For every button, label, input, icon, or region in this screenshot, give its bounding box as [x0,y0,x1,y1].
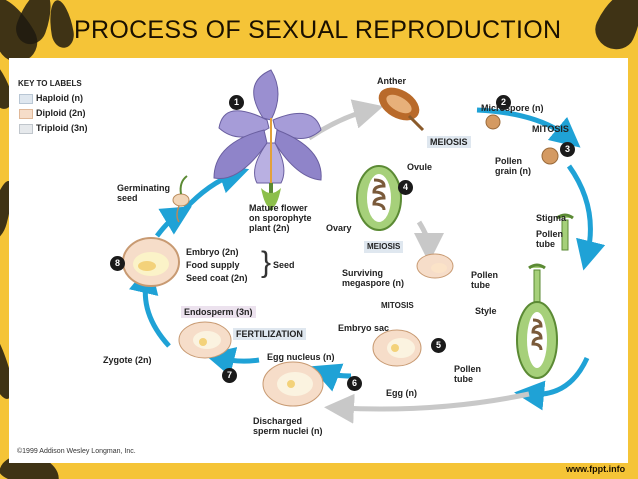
zygote-art [178,321,232,359]
label-surviving-1: Surviving [342,268,384,278]
label-embryo: Embryo (2n) [186,247,239,257]
label-meiosis-mid: MEIOSIS [364,241,404,253]
ovary-art [356,165,402,231]
anther [378,87,425,132]
label-pollen-tube-2a: Pollen [471,270,499,280]
step-6-badge: 6 [347,376,362,391]
key-diploid: Diploid (2n) [36,108,86,118]
megaspore-art [416,253,454,279]
step-4-badge: 4 [398,180,413,195]
diagram-panel: KEY TO LABELS Haploid (n) Diploid (2n) T… [9,58,628,463]
label-pollen-tube-3b: tube [454,374,473,384]
slide-title: PROCESS OF SEXUAL REPRODUCTION [74,16,562,44]
pollen-grain-art [541,147,559,165]
label-zygote: Zygote (2n) [103,355,152,365]
seed-brace: } [261,246,272,279]
step-8-badge: 8 [110,256,125,271]
diploid-swatch [19,109,33,119]
label-pollen-tube-2b: tube [471,280,490,290]
cycle-arrows [129,107,606,411]
haploid-swatch [19,94,33,104]
step-7-badge: 7 [222,368,237,383]
label-ovary: Ovary [326,223,352,233]
label-pollen-tube-1a: Pollen [536,229,564,239]
flower [213,69,322,210]
label-seed: Seed [273,260,295,270]
label-germinating-2: seed [117,193,138,203]
label-discharged-2: sperm nuclei (n) [253,426,323,436]
label-pollen-tube-3a: Pollen [454,364,482,374]
label-surviving-2: megaspore (n) [342,278,405,288]
triploid-swatch [19,124,33,134]
leaf-decoration [45,0,77,50]
footer-url[interactable]: www.fppt.info [566,464,626,474]
label-microspore: Microspore (n) [481,103,544,113]
label-pollen-tube-1b: tube [536,239,555,249]
label-embryo-sac: Embryo sac [338,323,390,333]
label-egg: Egg (n) [386,388,417,398]
label-seed-coat: Seed coat (2n) [186,273,248,283]
label-endosperm: Endosperm (3n) [181,306,256,318]
seed-art [122,237,180,287]
label-mature-3: plant (2n) [249,223,290,233]
label-discharged-1: Discharged [253,416,303,426]
label-mature-2: on sporophyte [249,213,312,223]
embryo-sac-art [372,329,422,367]
label-egg-nucleus: Egg nucleus (n) [267,352,335,362]
label-pollen-grain-1: Pollen [495,156,523,166]
label-style: Style [475,306,497,316]
step-3-badge: 3 [560,142,575,157]
fertilization-art [262,361,324,407]
leaf-decoration [589,0,638,56]
label-germinating-1: Germinating [117,183,171,193]
gray-arrows [307,99,530,424]
stigma-style-art [516,213,574,379]
label-stigma: Stigma [536,213,567,223]
microspore-art [485,114,501,130]
label-mitosis-mid: MITOSIS [381,301,414,310]
label-mature-1: Mature flower [249,203,308,213]
key-heading: KEY TO LABELS [18,79,82,88]
label-fertilization: FERTILIZATION [233,328,306,340]
step-2-badge: 2 [496,95,511,110]
key-triploid: Triploid (3n) [36,123,88,133]
key-haploid: Haploid (n) [36,93,83,103]
copyright-text: ©1999 Addison Wesley Longman, Inc. [17,448,136,455]
label-anther: Anther [377,76,406,86]
step-1-badge: 1 [229,95,244,110]
label-food-supply: Food supply [186,260,240,270]
label-pollen-grain-2: grain (n) [495,166,531,176]
germinating-seed-art [172,175,190,223]
label-meiosis-top: MEIOSIS [427,136,471,148]
label-mitosis-top: MITOSIS [532,124,569,134]
step-5-badge: 5 [431,338,446,353]
diagram-art [122,69,606,424]
label-ovule: Ovule [407,162,433,172]
